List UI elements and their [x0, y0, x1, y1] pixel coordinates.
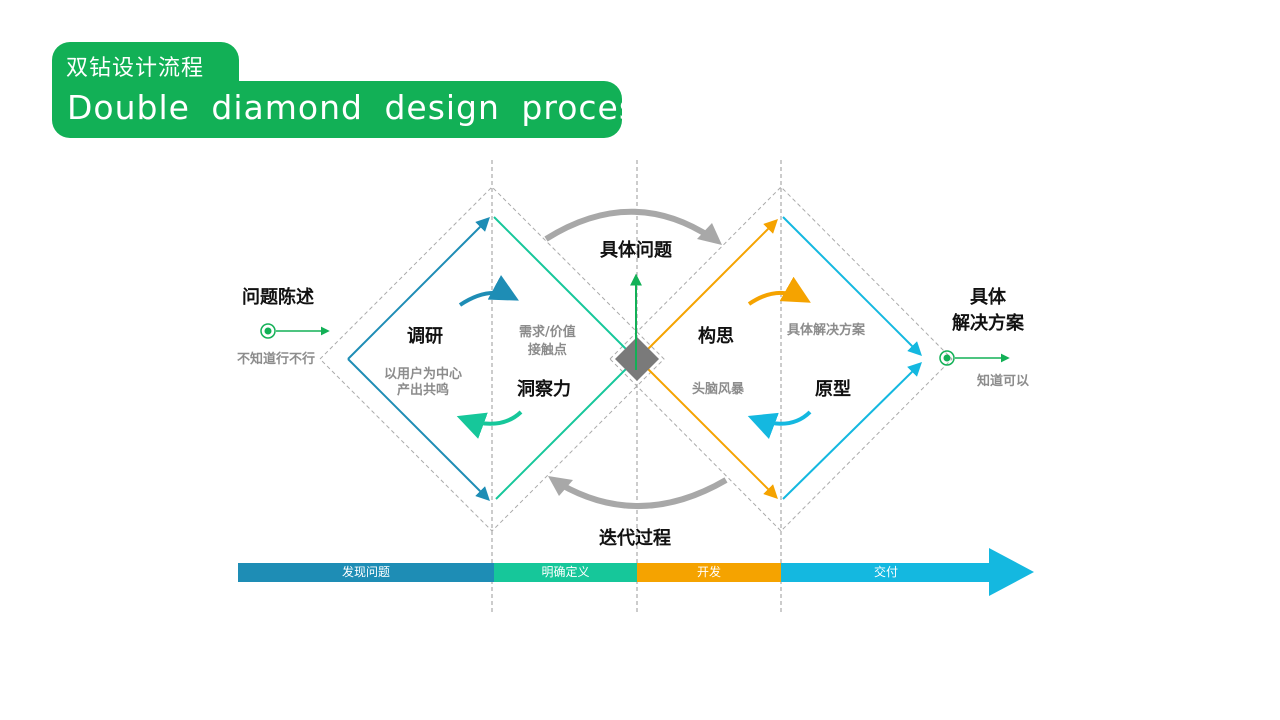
iteration-arrowhead-bottom: [548, 476, 573, 496]
label-needs-value: 需求/价值 接触点: [519, 325, 576, 358]
insight-curve-arrow: [456, 410, 523, 439]
end-node-dot: [943, 354, 951, 362]
label-specific-problem: 具体问题: [600, 240, 672, 261]
discover-arrow-down: [347, 358, 490, 501]
label-research: 调研: [407, 326, 443, 347]
title-chinese: 双钻设计流程: [66, 56, 205, 81]
phase-bar-define: [494, 563, 637, 582]
start-node-ring: [260, 323, 276, 339]
iteration-arc-bottom: [558, 477, 728, 509]
phase-bar-discover: [238, 563, 494, 582]
title-english: Double diamond design process: [67, 88, 656, 127]
iteration-arrowhead-top: [697, 223, 722, 245]
develop-arrow-up: [637, 219, 778, 360]
label-specific-solution-small: 具体解决方案: [787, 323, 866, 338]
phase-bar-deliver: [781, 563, 991, 582]
phase-bar-arrowhead: [989, 548, 1034, 596]
left-outer-diamond: [319, 186, 665, 532]
right-outer-diamond: [609, 186, 953, 532]
phase-bar-develop: [637, 563, 781, 582]
ideation-curve-arrow: [747, 276, 811, 306]
label-iteration: 迭代过程: [599, 528, 671, 549]
discover-arrow-up: [347, 217, 490, 360]
label-user-centered: 以用户为中心 产出共鸣: [384, 367, 463, 398]
deliver-arrow-bottom: [782, 362, 922, 500]
title-bar: [52, 81, 622, 138]
prototype-curve-arrow: [747, 410, 812, 440]
phase-label-discover: 发现问题: [341, 565, 390, 579]
label-problem-statement: 问题陈述: [242, 287, 314, 308]
define-line-top: [493, 216, 637, 360]
label-specific-solution: 具体 解决方案: [952, 287, 1024, 334]
label-brainstorm: 头脑风暴: [692, 382, 745, 397]
label-prototype: 原型: [815, 379, 851, 400]
develop-arrow-down: [637, 358, 778, 499]
label-insight: 洞察力: [517, 379, 571, 400]
define-line-bottom: [495, 358, 637, 500]
label-dont-know: 不知道行不行: [237, 352, 316, 367]
label-ideation: 构思: [698, 326, 734, 347]
iteration-arc-top: [544, 208, 714, 242]
end-node-ring: [939, 350, 955, 366]
phase-label-define: 明确定义: [541, 565, 590, 579]
start-node-dot: [264, 327, 272, 335]
deliver-arrow-top: [782, 216, 922, 356]
label-know-ok: 知道可以: [977, 374, 1030, 389]
research-curve-arrow: [458, 275, 519, 307]
outer-diamonds: [319, 186, 953, 532]
phase-label-deliver: 交付: [873, 565, 898, 579]
phase-label-develop: 开发: [696, 565, 721, 579]
